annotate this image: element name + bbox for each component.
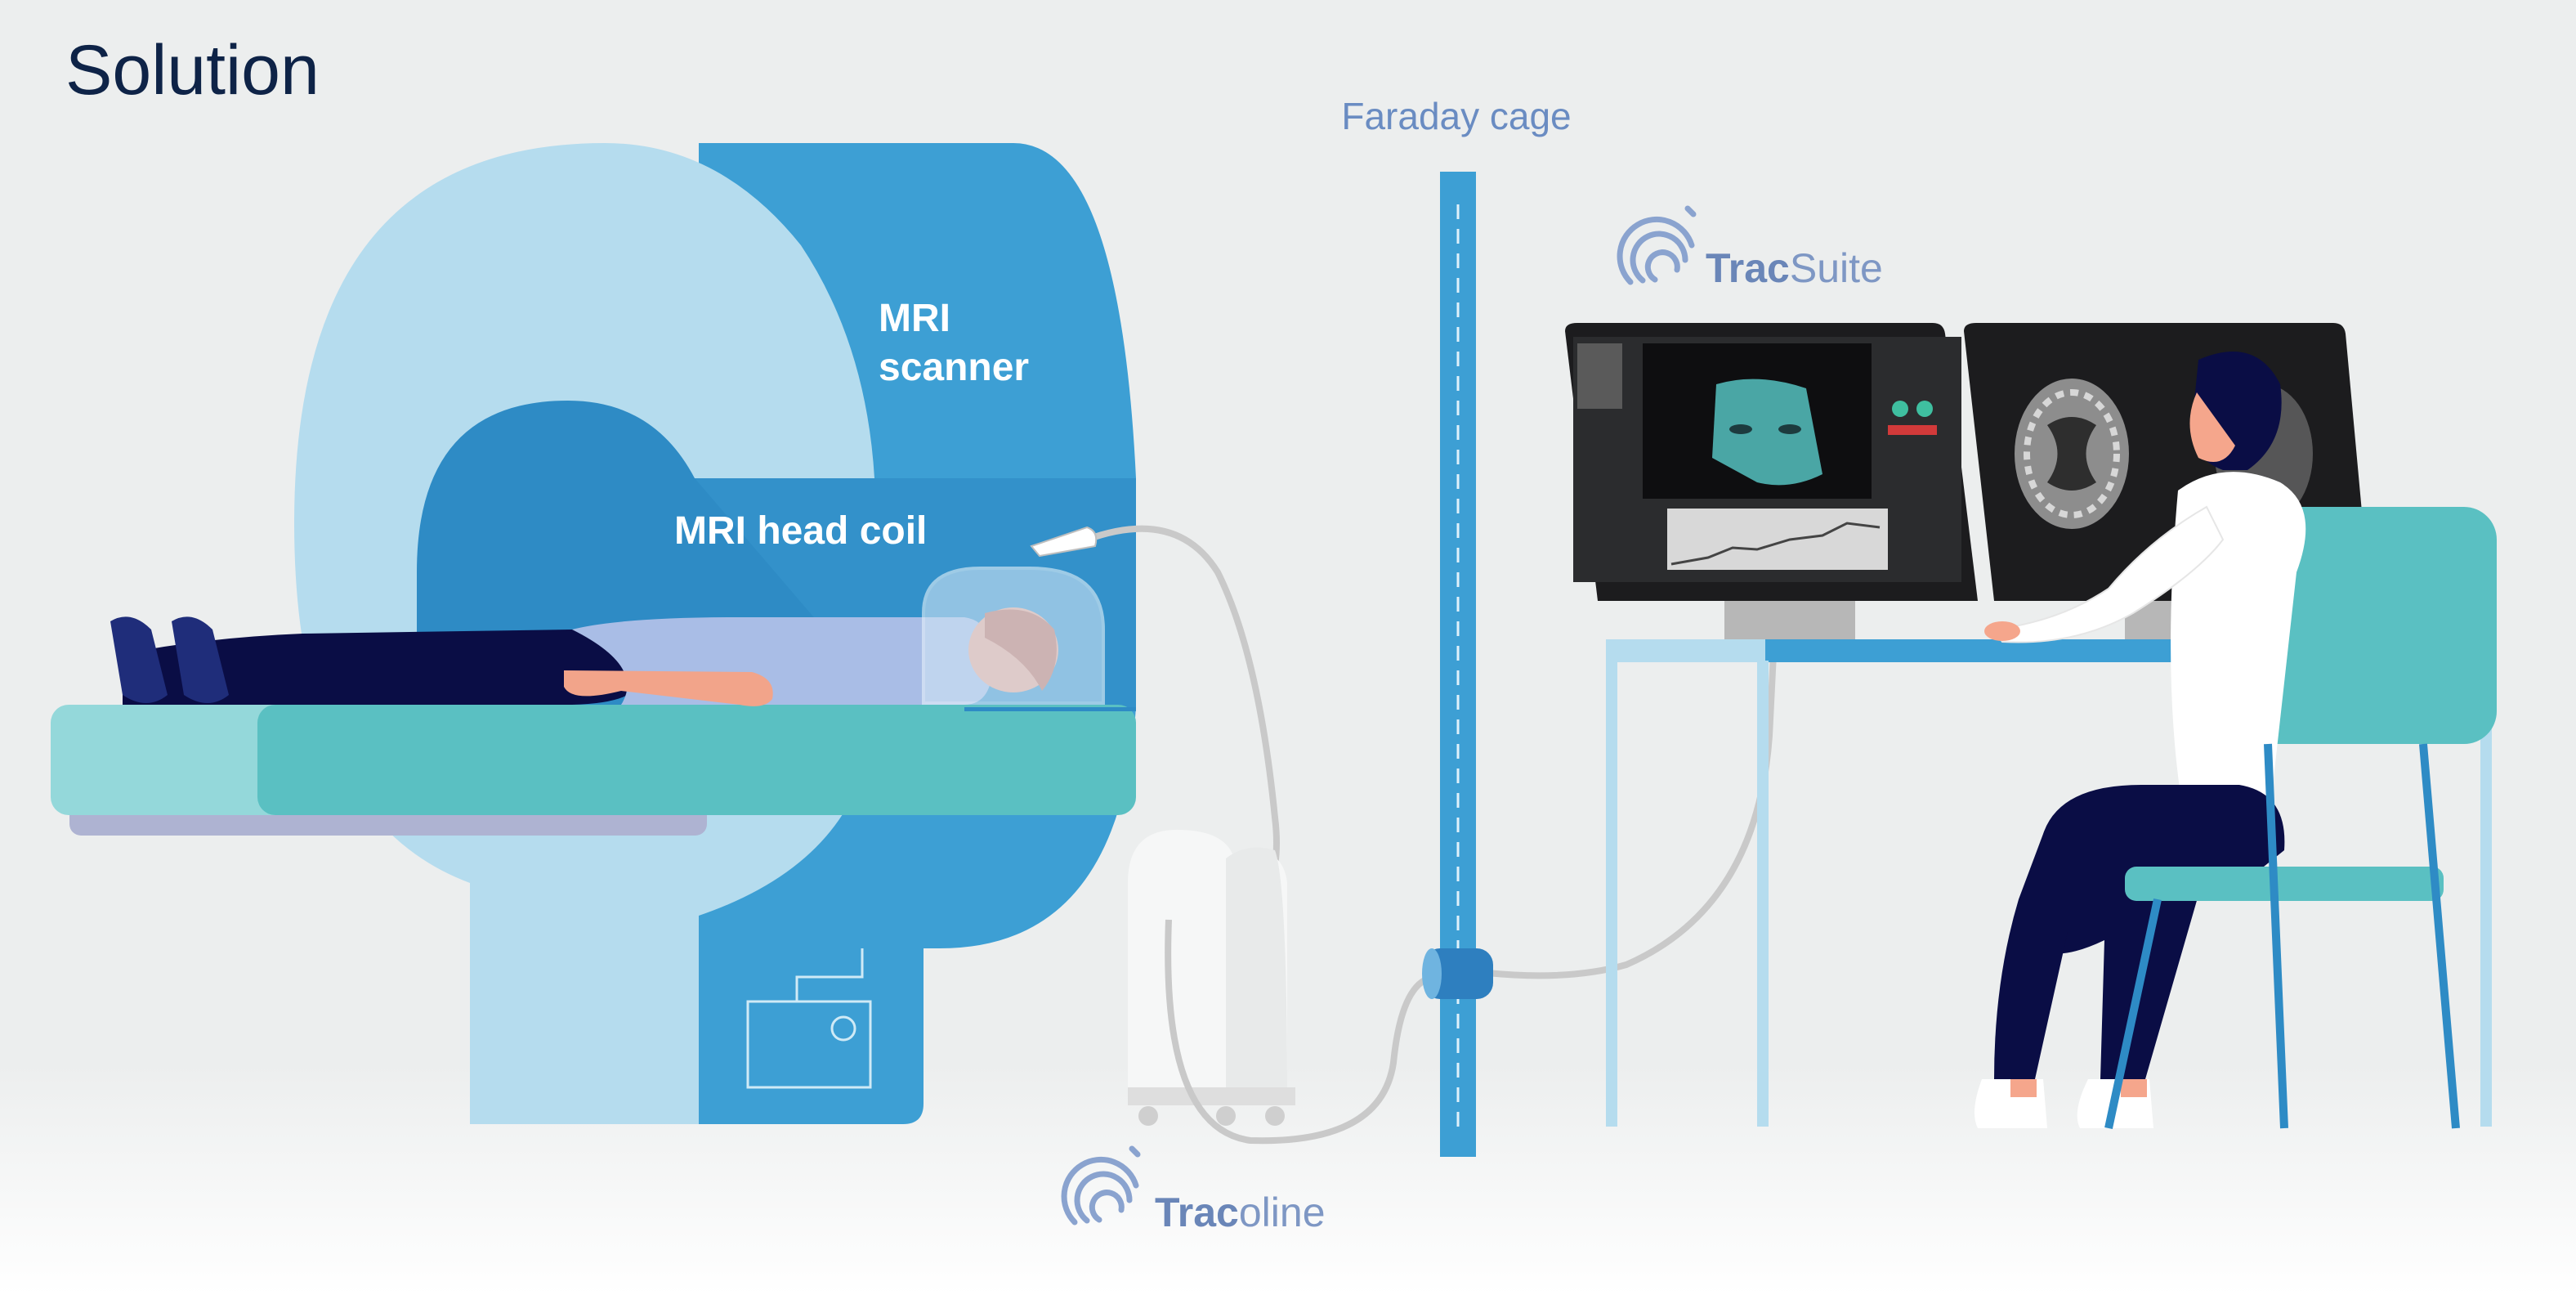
operator-face xyxy=(2189,392,2235,462)
tracoline-brand-bold: Trac xyxy=(1155,1190,1239,1235)
device-cable xyxy=(1165,919,1435,1145)
tracoline-device xyxy=(1030,525,1777,1145)
motion-graph xyxy=(1667,509,1888,570)
head-coil xyxy=(922,567,1105,705)
chair-leg xyxy=(2264,743,2288,1129)
desk-leg xyxy=(2480,661,2492,1127)
patient-arm xyxy=(564,670,773,706)
faraday-cage-label: Faraday cage xyxy=(1341,95,1571,137)
cart-wheel xyxy=(1265,1106,1285,1126)
svg-text:TracSuite: TracSuite xyxy=(1706,245,1883,291)
monitor-stand xyxy=(1724,597,1855,642)
svg-text:Tracoline: Tracoline xyxy=(1155,1190,1326,1235)
patient-foot-right xyxy=(172,616,229,703)
tracsuite-logo-icon xyxy=(1617,205,1697,285)
tracoline-logo-icon xyxy=(1061,1145,1141,1226)
desk-leg xyxy=(1606,661,1617,1127)
tracsuite-logo: TracSuite xyxy=(1617,205,1883,291)
desk-leg xyxy=(1757,661,1769,1127)
tracsuite-brand-bold: Trac xyxy=(1706,245,1790,291)
patient-foot-left xyxy=(110,616,168,703)
chair-seat xyxy=(2125,867,2444,901)
faraday-cage: Faraday cage xyxy=(1341,95,1572,1157)
camera-probe xyxy=(1030,526,1098,558)
head-coil-label: MRI head coil xyxy=(674,509,927,553)
tracoline-brand-rest: oline xyxy=(1239,1190,1326,1235)
mri-scanner-label-line2: scanner xyxy=(879,346,1029,389)
cart-wheel xyxy=(1138,1106,1158,1126)
scanner-base-right xyxy=(699,948,924,1124)
chair-leg xyxy=(2104,898,2162,1130)
page-title: Solution xyxy=(65,31,320,110)
table-top xyxy=(257,705,1136,815)
cage-connector xyxy=(1424,948,1493,999)
operator xyxy=(1974,352,2497,1130)
face-tracking-icon xyxy=(1712,379,1822,486)
patient-legs xyxy=(123,630,642,705)
cart-wheel xyxy=(1216,1106,1236,1126)
mri-scanner-label: MRI xyxy=(879,297,950,340)
cage-cable xyxy=(1487,653,1777,979)
record-button xyxy=(1888,425,1937,435)
cart-base xyxy=(1128,1087,1295,1105)
patient xyxy=(110,567,1105,706)
tracoline-logo: Tracoline xyxy=(1061,1145,1326,1235)
chair-leg xyxy=(2419,743,2460,1129)
tracsuite-brand-rest: Suite xyxy=(1790,245,1883,291)
control-panel-icon xyxy=(746,948,872,1089)
patient-table xyxy=(51,705,1136,836)
faraday-wall xyxy=(1440,172,1476,1157)
